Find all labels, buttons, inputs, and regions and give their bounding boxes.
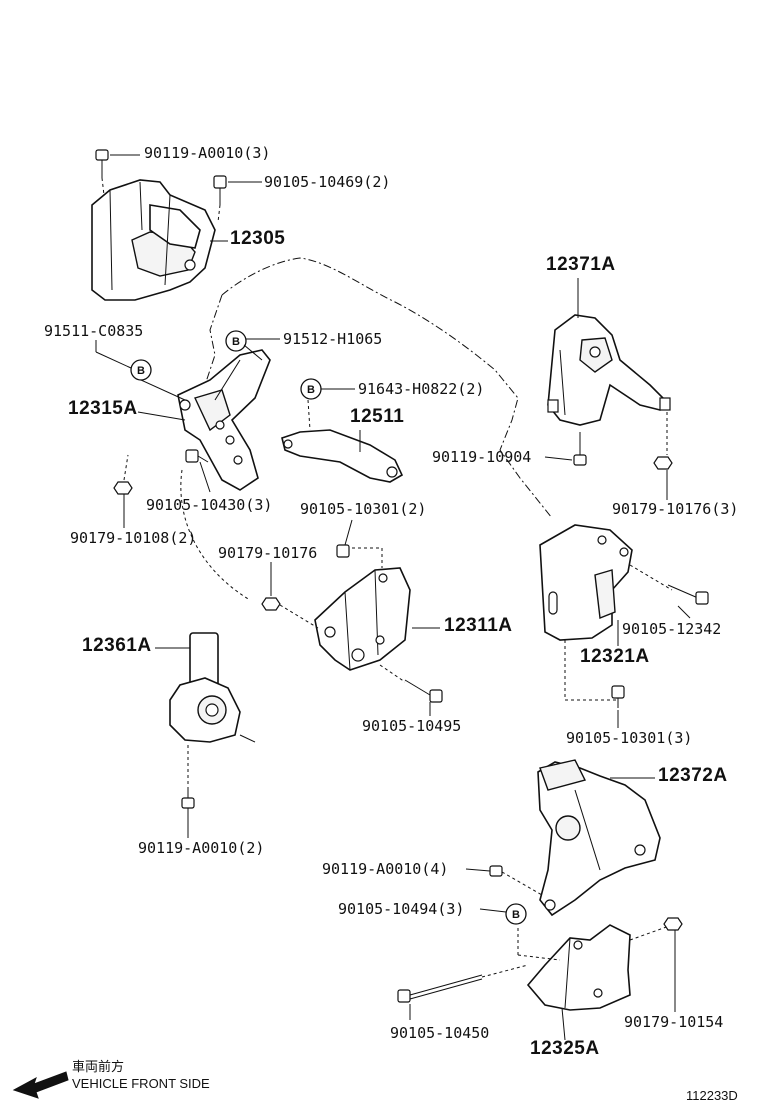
mount-12371A bbox=[547, 290, 671, 455]
callout-90105-10495: 90105-10495 bbox=[362, 717, 462, 735]
part-label-12305: 12305 bbox=[230, 228, 286, 249]
part-label-12315A: 12315A bbox=[68, 398, 138, 419]
bolt-90105-10301-2 bbox=[336, 544, 350, 558]
callout-90119-a0010-4: 90119-A0010(4) bbox=[322, 860, 449, 878]
part-label-12325A: 12325A bbox=[530, 1038, 600, 1059]
bolt-90105-10301-3 bbox=[611, 685, 625, 708]
front-label-en: VEHICLE FRONT SIDE bbox=[72, 1076, 210, 1091]
part-label-12371A: 12371A bbox=[546, 254, 616, 275]
drawing-id: 112233D bbox=[686, 1088, 738, 1103]
callout-91512-h1065: 91512-H1065 bbox=[283, 330, 383, 348]
callout-90179-10154: 90179-10154 bbox=[624, 1013, 724, 1031]
rod-12511 bbox=[281, 399, 404, 483]
callout-90105-10301-3: 90105-10301(3) bbox=[566, 729, 693, 747]
mount-12305 bbox=[91, 179, 216, 301]
svg-text:B: B bbox=[307, 384, 315, 396]
bracket-12325A bbox=[517, 924, 673, 1011]
part-label-12511: 12511 bbox=[350, 406, 405, 427]
bolt-90105-10430 bbox=[185, 449, 209, 463]
callout-90179-10176-3: 90179-10176(3) bbox=[612, 500, 739, 518]
arrow-left-icon bbox=[12, 1071, 69, 1099]
bracket-12321A bbox=[539, 524, 673, 701]
bolt-90105-10469 bbox=[213, 175, 227, 223]
leader-lines bbox=[95, 154, 691, 1041]
callout-90105-10430: 90105-10430(3) bbox=[146, 496, 273, 514]
b-marker-icon: B bbox=[225, 330, 247, 352]
callout-91643-h0822: 91643-H0822(2) bbox=[358, 380, 485, 398]
svg-text:B: B bbox=[512, 909, 520, 921]
bracket-12315A bbox=[177, 349, 271, 491]
bolt-90119-10904 bbox=[573, 432, 587, 466]
b-marker-icon: B bbox=[505, 903, 527, 925]
engine-outline bbox=[221, 257, 553, 519]
nut-90179-10108 bbox=[113, 454, 133, 495]
mount-12361A bbox=[169, 632, 256, 790]
svg-text:B: B bbox=[137, 365, 145, 377]
bracket-12311A bbox=[279, 547, 411, 683]
callout-91511-c0835: 91511-C0835 bbox=[44, 322, 144, 340]
svg-text:B: B bbox=[232, 336, 240, 348]
mount-12372A bbox=[537, 759, 661, 917]
callout-90119-a0010-3: 90119-A0010(3) bbox=[144, 144, 271, 162]
nut-90179-10176 bbox=[261, 597, 281, 611]
callout-90179-10108: 90179-10108(2) bbox=[70, 529, 197, 547]
part-label-12311A: 12311A bbox=[444, 615, 513, 636]
bolt-90105-10450 bbox=[397, 964, 529, 1003]
part-label-12372A: 12372A bbox=[658, 765, 728, 786]
bolt-90119-a0010-4 bbox=[489, 865, 543, 896]
callout-90105-10450: 90105-10450 bbox=[390, 1024, 490, 1042]
part-label-12361A: 12361A bbox=[82, 635, 152, 656]
callout-90105-10301-2: 90105-10301(2) bbox=[300, 500, 427, 518]
callout-90179-10176: 90179-10176 bbox=[218, 544, 318, 562]
callout-90119-a0010-2: 90119-A0010(2) bbox=[138, 839, 265, 857]
part-label-12321A: 12321A bbox=[580, 646, 650, 667]
bolt-90105-12342 bbox=[667, 584, 709, 605]
callout-90105-10494: 90105-10494(3) bbox=[338, 900, 465, 918]
callout-90105-12342: 90105-12342 bbox=[622, 620, 722, 638]
b-marker-icon: B bbox=[130, 359, 152, 381]
bolt-90119-a0010-top bbox=[95, 149, 109, 196]
nut-90179-10176-3 bbox=[653, 456, 673, 470]
bolt-90105-10495 bbox=[404, 679, 443, 703]
callout-90119-10904: 90119-10904 bbox=[432, 448, 532, 466]
nut-90179-10154 bbox=[663, 917, 683, 931]
callout-90105-10469: 90105-10469(2) bbox=[264, 173, 391, 191]
front-label-jp: 車両前方 bbox=[72, 1059, 125, 1074]
bolt-90119-a0010-2 bbox=[181, 788, 195, 820]
b-marker-icon: B bbox=[300, 378, 322, 400]
